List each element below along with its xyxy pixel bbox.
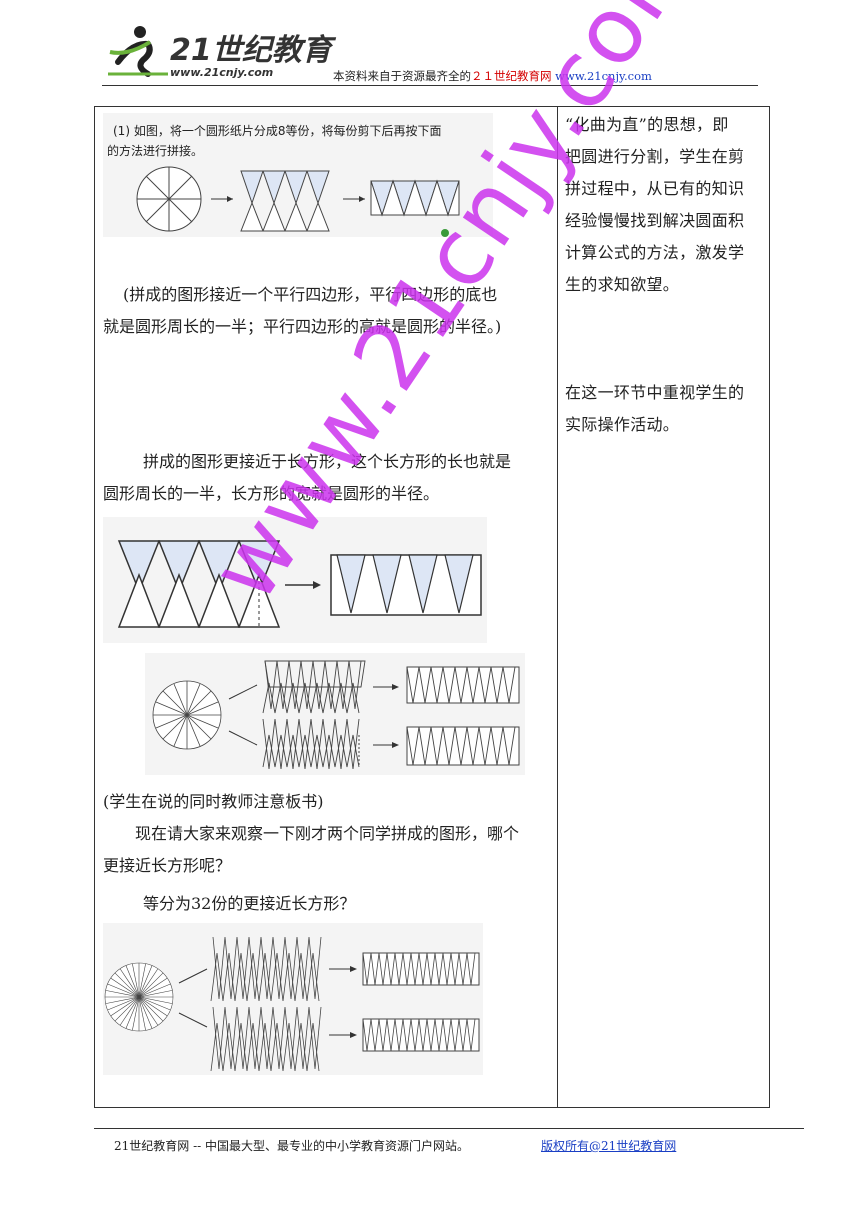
footer-divider (94, 1128, 804, 1129)
header-url-link[interactable]: www.21cnjy.com (555, 69, 652, 83)
logo-text: 21世纪教育 (170, 33, 337, 68)
paragraph-parallelogram-line1: (拼成的图形接近一个平行四边形，平行四边形的底也 (123, 285, 498, 304)
figure-caption-1: (1) 如图，将一个圆形纸片分成8等份，将每份剪下后再按下面 (113, 123, 441, 138)
figure-large-rearrange (103, 517, 487, 643)
header-source-text: 本资料来自于资源最齐全的２１世纪教育网 www.21cnjy.com (333, 69, 652, 83)
header-site-link[interactable]: ２１世纪教育网 (471, 69, 552, 83)
note-hands-on-activity: 在这一环节中重视学生的 实际操作活动。 (565, 383, 745, 434)
paragraph-rectangle-line2: 圆形周长的一半，长方形的宽就是圆形的半径。 (103, 484, 440, 503)
note-curve-to-straight: “化曲为直”的思想，即 把圆进行分割，学生在剪 拼过程中，从已有的知识 经验慢慢… (565, 115, 745, 294)
paragraph-rectangle-line1: 拼成的图形更接近于长方形，这个长方形的长也就是 (143, 452, 512, 471)
paragraph-parallelogram-line2: 就是圆形周长的一半；平行四边形的高就是圆形的半径。) (103, 317, 502, 336)
circle-spoke (105, 990, 173, 1004)
footer-copyright-link[interactable]: 版权所有@21世纪教育网 (541, 1139, 677, 1153)
paragraph-question-line2: 更接近长方形呢？ (103, 856, 232, 875)
paragraph-blackboard-note: (学生在说的同时教师注意板书) (103, 792, 324, 811)
figure-8-parts: (1) 如图，将一个圆形纸片分成8等份，将每份剪下后再按下面 的方法进行拼接。 (103, 113, 493, 237)
lesson-table: (1) 如图，将一个圆形纸片分成8等份，将每份剪下后再按下面 的方法进行拼接。 (94, 106, 770, 1108)
logo-url: www.21cnjy.com (170, 66, 273, 79)
figure-caption-2: 的方法进行拼接。 (107, 143, 203, 158)
paragraph-question-line1: 现在请大家来观察一下刚才两个同学拼成的图形，哪个 (135, 824, 520, 843)
footer-text: 21世纪教育网 -- 中国最大型、最专业的中小学教育资源门户网站。 (114, 1139, 470, 1153)
site-logo: 21世纪教育 www.21cnjy.com (108, 26, 337, 79)
figure-16-parts (145, 653, 525, 775)
page-header: 21世纪教育 www.21cnjy.com 本资料来自于资源最齐全的２１世纪教育… (0, 0, 860, 90)
header-divider (102, 85, 758, 86)
paragraph-32-parts: 等分为32份的更接近长方形？ (143, 894, 356, 913)
column-divider (557, 107, 558, 1107)
figure-32-parts (103, 923, 483, 1075)
